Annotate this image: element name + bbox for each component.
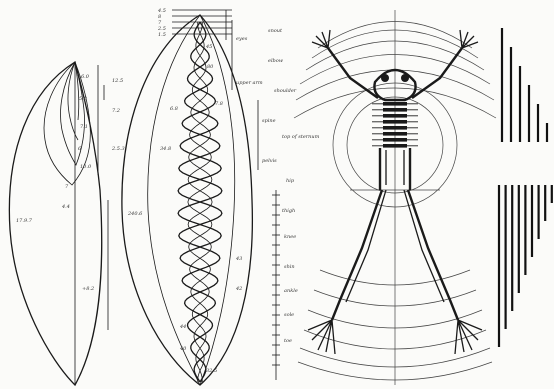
panel-b-side-label: eyes bbox=[236, 36, 248, 42]
panel-b-inner-label: 32.5 bbox=[206, 368, 217, 374]
panel-a-label: 7.2 bbox=[112, 108, 120, 114]
panel-b-side-label: thigh bbox=[282, 208, 295, 214]
panel-a-label: 6.0 bbox=[81, 74, 90, 80]
panel-b-inner-label: 42 bbox=[235, 286, 242, 292]
panel-a-label: 10.0 bbox=[80, 164, 92, 170]
panel-a-label: +8.2 bbox=[82, 286, 94, 292]
panel-b-inner-label: 6.8 bbox=[170, 106, 178, 112]
panel-a-label: 7 bbox=[65, 184, 69, 190]
panel-b-inner-label: 34.8 bbox=[160, 146, 171, 152]
panel-a-nested-arcs: 12.5 7.2 6.0 5.0 7.1 6 10.0 7 4.4 2.5.3 … bbox=[9, 62, 124, 385]
panel-b-braided-spine: 4.5 8 7 2.5 1.5 45 80 6.8 7.8 34.8 240.6… bbox=[122, 8, 320, 385]
panel-a-label: 5.0 bbox=[79, 96, 88, 102]
panel-b-side-label: snout bbox=[268, 28, 283, 34]
panel-b-side-label: elbow bbox=[268, 58, 284, 64]
panel-a-label: 12.5 bbox=[112, 78, 123, 84]
panel-b-inner-label: 43 bbox=[235, 256, 242, 262]
panel-d-bottom-bars bbox=[499, 185, 552, 347]
panel-a-label: 7.1 bbox=[80, 124, 88, 130]
panel-c-frog-skeleton bbox=[294, 10, 496, 385]
panel-b-side-label: spine bbox=[262, 118, 276, 124]
panel-a-label: 17.9.7 bbox=[16, 218, 33, 224]
panel-b-header-label: 1.5 bbox=[158, 32, 166, 38]
panel-b-side-label: shin bbox=[284, 264, 295, 270]
panel-b-side-label: pelvis bbox=[262, 158, 277, 164]
panel-b-inner-label: 40 bbox=[179, 346, 187, 352]
panel-b-inner-label: 240.6 bbox=[127, 211, 143, 217]
panel-b-side-label: upper arm bbox=[236, 80, 263, 86]
panel-b-inner-label: 44 bbox=[179, 324, 186, 330]
panel-b-side-label: shoulder bbox=[274, 88, 297, 94]
panel-b-side-label: knee bbox=[284, 234, 296, 240]
panel-b-side-label: sole bbox=[284, 312, 294, 318]
panel-b-side-label: top of sternum bbox=[282, 134, 320, 140]
panel-b-inner-label: 7.8 bbox=[215, 101, 223, 107]
panel-b-inner-label: 45 bbox=[205, 44, 212, 50]
panel-b-side-label: hip bbox=[286, 178, 295, 184]
panel-b-side-label: toe bbox=[284, 338, 292, 344]
panel-a-label: 2.5.3 bbox=[111, 146, 125, 152]
panel-a-label: 4.4 bbox=[61, 204, 70, 210]
panel-d-top-bars bbox=[502, 28, 547, 142]
panel-b-inner-label: 80 bbox=[207, 64, 214, 70]
panel-b-side-label: ankle bbox=[284, 288, 298, 294]
